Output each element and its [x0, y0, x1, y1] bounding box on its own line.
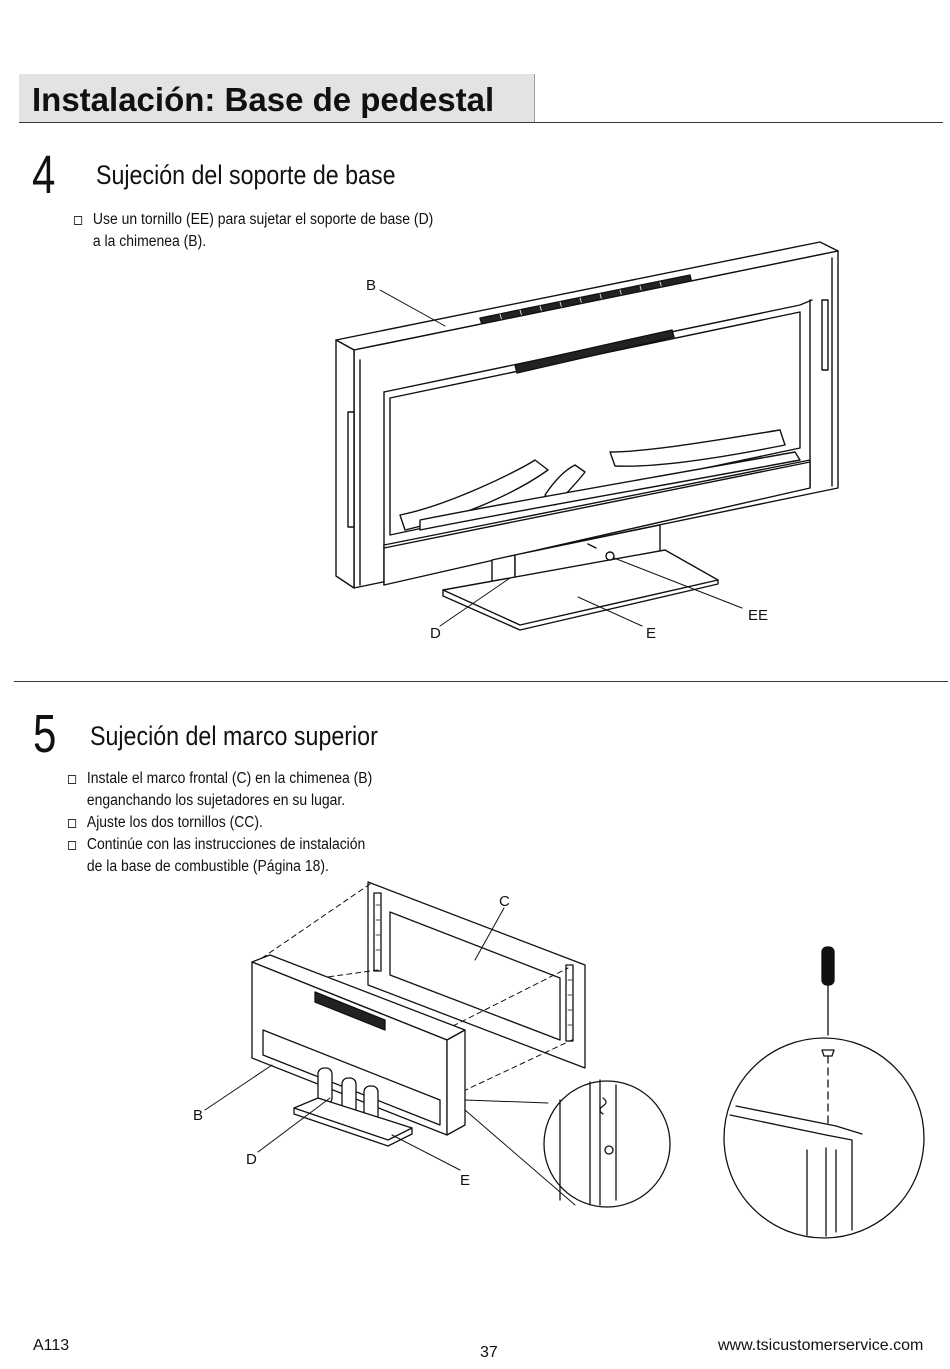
section-divider: [14, 681, 948, 682]
checkbox-icon: [74, 216, 83, 225]
step-5-bullet-3-line-1: Continúe con las instrucciones de instal…: [68, 834, 372, 856]
step-5-bullet-1-line-1: Instale el marco frontal (C) en la chime…: [68, 768, 372, 790]
callout-e: E: [460, 1172, 470, 1189]
step-4-bullet-1-line-2: a la chimenea (B).: [92, 233, 207, 250]
callout-ee: EE: [748, 607, 768, 624]
page-number: 37: [480, 1344, 498, 1361]
step-4-illustration: B EE E D: [335, 241, 839, 642]
screw-cc: [821, 1049, 835, 1057]
callout-b: B: [366, 277, 376, 294]
step-5-bullet-1-line-2: enganchando los sujetadores en su lugar.: [86, 792, 346, 809]
step-4-instructions: Use un tornillo (EE) para sujetar el sop…: [74, 209, 473, 253]
page-title: Instalación: Base de pedestal: [32, 81, 495, 118]
step-5-bullet-3-line-2: de la base de combustible (Página 18).: [86, 858, 329, 875]
step-5-illustration: C B D E: [193, 881, 925, 1239]
screwdriver-icon: [821, 946, 835, 1036]
log-set: [399, 429, 801, 531]
callout-b: B: [193, 1107, 203, 1124]
checkbox-icon: [68, 819, 77, 828]
step-5-bullet-2-line-1: Ajuste los dos tornillos (CC).: [68, 812, 372, 834]
rear-vent: [314, 991, 386, 1031]
step-4-number: 4: [32, 145, 56, 205]
screw-ee: [605, 551, 615, 561]
step-5-title: Sujeción del marco superior: [90, 721, 378, 751]
model-number: A113: [33, 1337, 70, 1354]
detail-view-screw: [723, 1037, 925, 1239]
checkbox-icon: [68, 841, 77, 850]
callout-d: D: [430, 625, 441, 642]
header-rule: [19, 122, 943, 123]
step-4-title: Sujeción del soporte de base: [96, 160, 396, 190]
fireplace-glass-opening: [389, 311, 801, 536]
callout-e: E: [646, 625, 656, 642]
header-background: [19, 74, 535, 122]
checkbox-icon: [68, 775, 77, 784]
website-link[interactable]: www.tsicustomerservice.com: [718, 1337, 924, 1354]
callout-d: D: [246, 1151, 257, 1168]
base-bracket-d: [317, 1067, 379, 1123]
step-5-number: 5: [33, 704, 57, 764]
callout-c: C: [499, 893, 510, 910]
step-4-bullet-1-line-1: Use un tornillo (EE) para sujetar el sop…: [74, 209, 433, 231]
detail-view-latch: [543, 1080, 671, 1208]
step-5-instructions: Instale el marco frontal (C) en la chime…: [68, 768, 406, 878]
